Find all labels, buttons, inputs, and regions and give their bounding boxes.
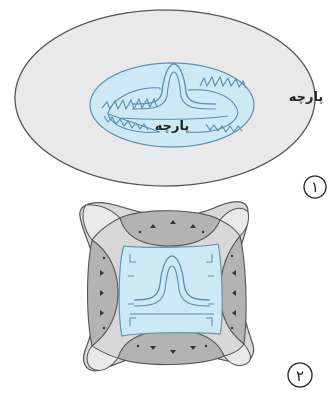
- figure-1: پارچه پارچه ۱: [15, 10, 326, 198]
- outer-fabric-label: پارچه: [289, 90, 324, 105]
- inner-fabric-label: پارچه: [155, 119, 190, 134]
- center-fabric: [119, 244, 222, 336]
- step-2-number: ۲: [296, 367, 304, 385]
- step-1-number: ۱: [311, 178, 319, 196]
- inner-fabric: [90, 63, 254, 147]
- figure-2: ۲: [80, 202, 312, 387]
